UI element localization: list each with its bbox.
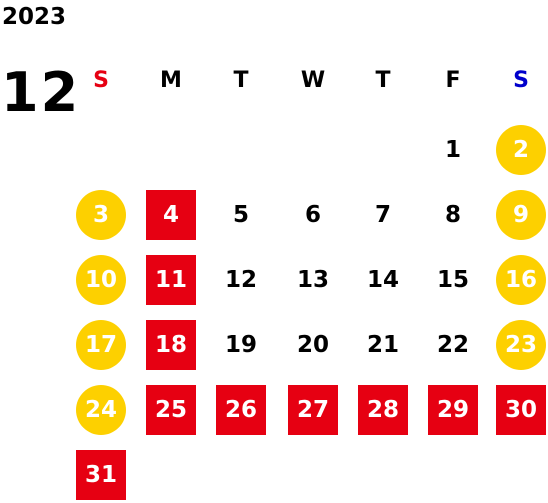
day-25: 25 xyxy=(146,385,196,435)
day-10: 10 xyxy=(76,255,126,305)
day-6: 6 xyxy=(304,202,321,228)
weekday-mon: M xyxy=(160,68,182,93)
year-label: 2023 xyxy=(2,4,67,30)
day-27: 27 xyxy=(288,385,338,435)
day-18: 18 xyxy=(146,320,196,370)
day-15: 15 xyxy=(436,267,469,293)
day-28: 28 xyxy=(358,385,408,435)
weekday-sat: S xyxy=(513,68,529,93)
day-22: 22 xyxy=(436,332,469,358)
day-24: 24 xyxy=(76,385,126,435)
day-1: 1 xyxy=(444,137,461,163)
weekday-wed: W xyxy=(300,68,326,93)
day-31: 31 xyxy=(76,450,126,500)
day-19: 19 xyxy=(224,332,257,358)
day-21: 21 xyxy=(366,332,399,358)
day-4: 4 xyxy=(146,190,196,240)
day-11: 11 xyxy=(146,255,196,305)
month-number: 12 xyxy=(1,61,81,124)
day-3: 3 xyxy=(76,190,126,240)
day-7: 7 xyxy=(374,202,391,228)
day-16: 16 xyxy=(496,255,546,305)
weekday-thu: T xyxy=(375,68,391,93)
day-23: 23 xyxy=(496,320,546,370)
day-2: 2 xyxy=(496,125,546,175)
day-29: 29 xyxy=(428,385,478,435)
day-5: 5 xyxy=(232,202,249,228)
day-30: 30 xyxy=(496,385,546,435)
day-12: 12 xyxy=(224,267,257,293)
day-17: 17 xyxy=(76,320,126,370)
day-8: 8 xyxy=(444,202,461,228)
day-14: 14 xyxy=(366,267,399,293)
day-9: 9 xyxy=(496,190,546,240)
day-26: 26 xyxy=(216,385,266,435)
weekday-fri: F xyxy=(445,68,461,93)
day-13: 13 xyxy=(296,267,329,293)
weekday-tue: T xyxy=(233,68,249,93)
weekday-sun: S xyxy=(93,68,109,93)
day-20: 20 xyxy=(296,332,329,358)
